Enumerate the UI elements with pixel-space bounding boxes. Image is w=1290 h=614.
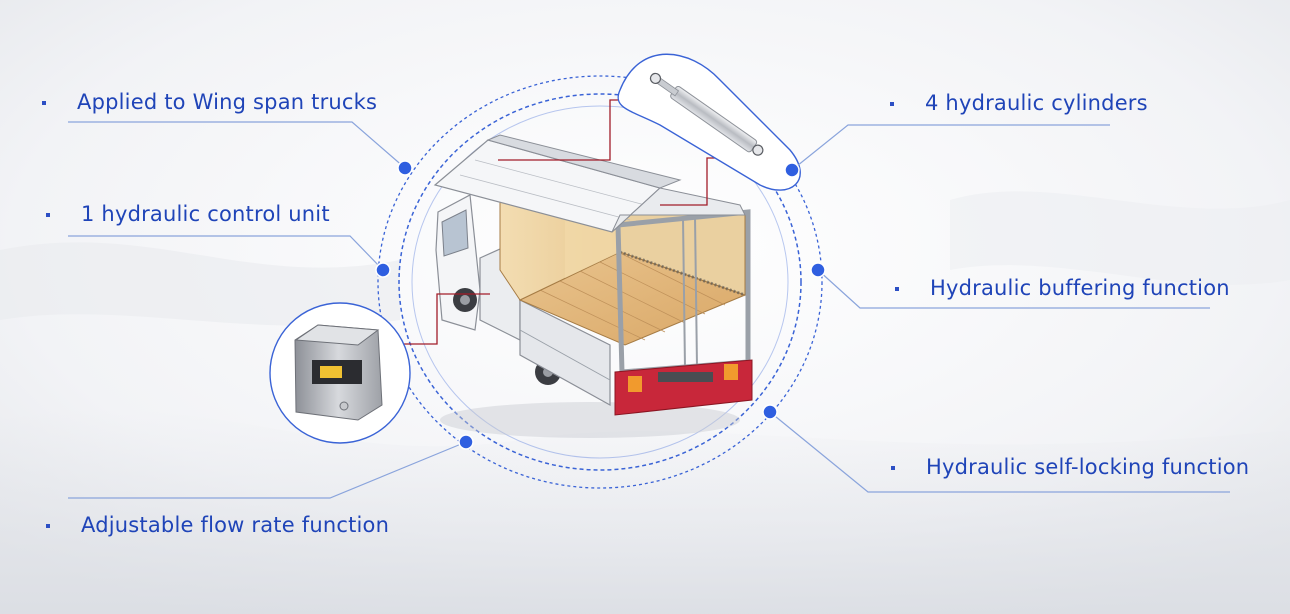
- bullet-icon: [42, 101, 46, 105]
- control-unit-icon: [294, 324, 383, 421]
- truck-icon: [433, 134, 753, 438]
- bullet-icon: [890, 102, 894, 106]
- bullet-icon: [46, 524, 50, 528]
- hydraulic-cylinder-icon: [649, 72, 764, 156]
- leader-lines: [68, 121, 1230, 499]
- connector-dots: [375, 160, 826, 450]
- bullet-icon: [891, 466, 895, 470]
- feature-self-locking: Hydraulic self-locking function: [926, 455, 1250, 479]
- feature-control-unit: 1 hydraulic control unit: [81, 202, 330, 226]
- feature-buffering: Hydraulic buffering function: [930, 276, 1230, 300]
- feature-flow-rate: Adjustable flow rate function: [81, 513, 390, 537]
- control-unit-callout: [269, 302, 411, 444]
- hydraulic-cylinder-callout: [617, 53, 801, 191]
- bullet-icon: [895, 287, 899, 291]
- rings: [377, 75, 823, 489]
- bullet-icon: [46, 213, 50, 217]
- feature-wing-span: Applied to Wing span trucks: [77, 90, 378, 114]
- feature-cylinders: 4 hydraulic cylinders: [925, 91, 1148, 115]
